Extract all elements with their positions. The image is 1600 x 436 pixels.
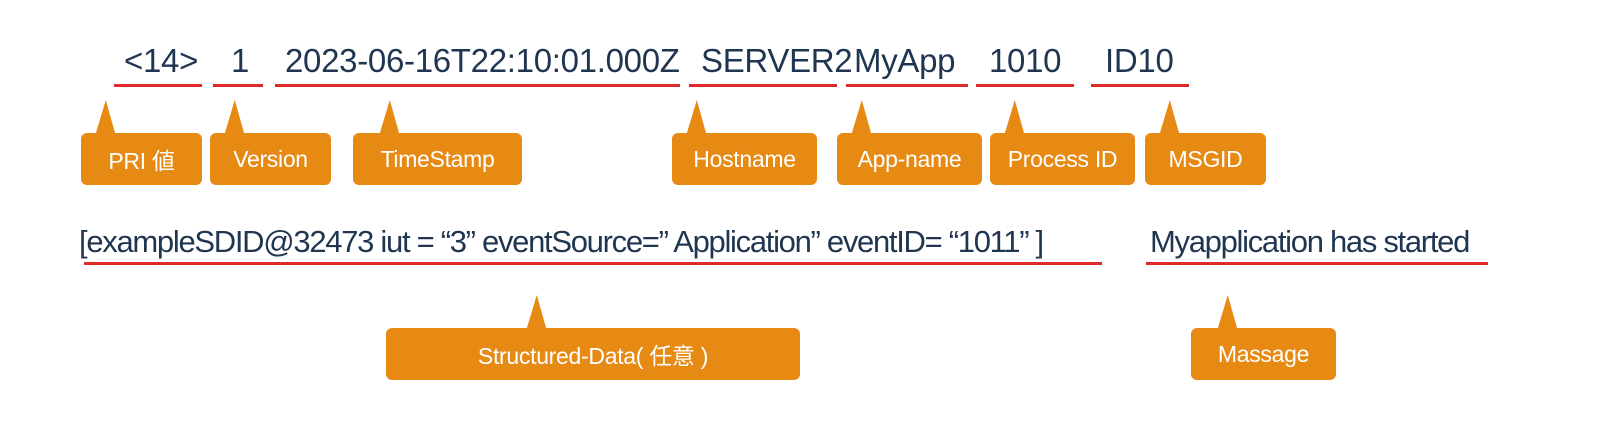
version-underline	[213, 84, 263, 87]
message-value: Myapplication has started	[1150, 224, 1470, 259]
app-name-value: MyApp	[854, 42, 956, 79]
timestamp-label: TimeStamp	[353, 133, 522, 185]
msgid-value: ID10	[1105, 42, 1174, 79]
app-name-underline	[846, 84, 968, 87]
msgid-underline	[1091, 84, 1189, 87]
structured-data-underline	[84, 262, 1102, 265]
msgid-label: MSGID	[1145, 133, 1266, 185]
process-id-underline	[976, 84, 1074, 87]
process-id-value: 1010	[989, 42, 1062, 79]
structured-data-value: [exampleSDID@32473 iut = “3” eventSource…	[79, 224, 1044, 259]
hostname-value: SERVER2	[701, 42, 853, 79]
hostname-label: Hostname	[672, 133, 817, 185]
process-id-label: Process ID	[990, 133, 1135, 185]
structured-data-label: Structured-Data( 任意 )	[386, 328, 800, 380]
timestamp-value: 2023-06-16T22:10:01.000Z	[285, 42, 680, 79]
timestamp-underline	[275, 84, 680, 87]
app-name-label: App-name	[837, 133, 982, 185]
pri-underline	[114, 84, 202, 87]
pri-label: PRI 値	[81, 133, 202, 185]
pri-value: <14>	[124, 42, 199, 79]
message-label: Massage	[1191, 328, 1336, 380]
version-label: Version	[210, 133, 331, 185]
message-underline	[1146, 262, 1488, 265]
version-value: 1	[231, 42, 250, 79]
hostname-underline	[689, 84, 837, 87]
